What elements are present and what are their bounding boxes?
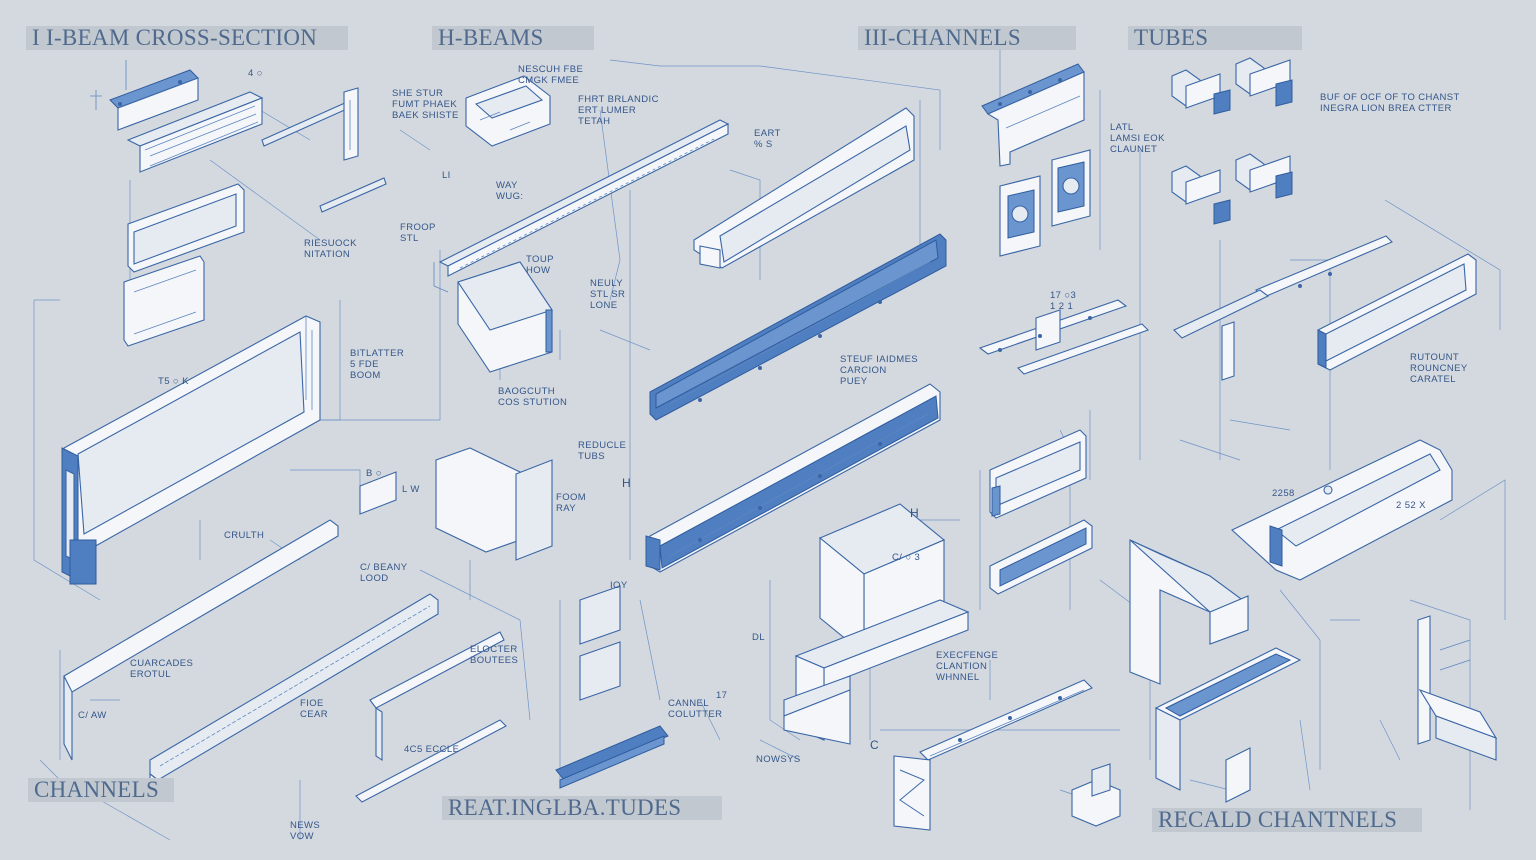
annotation: H [910, 506, 920, 520]
annotation: C [870, 738, 880, 752]
bottom-channels [1071, 539, 1498, 827]
bolt-holes [118, 78, 1333, 742]
annotation: TOUP HOW [526, 254, 554, 276]
annotation: IOY [610, 580, 628, 591]
heading-tubes: TUBES [1128, 26, 1302, 50]
annotation: T5 ○ K [158, 376, 189, 387]
annotation: H [622, 476, 632, 490]
annotation: DL [752, 632, 765, 643]
annotation: LATL LAMSI EOK CLAUNET [1110, 122, 1165, 155]
heading-channels: CHANNELS [28, 778, 174, 802]
annotation: BUF OF OCF OF TO CHANST INEGRA LION BREA… [1320, 92, 1460, 114]
annotation: C/ ○ 3 [892, 552, 921, 563]
hbeam-parts [433, 75, 730, 373]
annotation: CANNEL COLUTTER [668, 698, 723, 720]
tube-parts [1171, 57, 1477, 581]
ichannel-parts [978, 63, 1150, 595]
annotation: FIOE CEAR [300, 698, 328, 720]
annotation: 17 ○3 1 2 1 [1050, 290, 1077, 312]
annotation: CUARCADES EROTUL [130, 658, 194, 680]
annotation: LI [442, 170, 451, 181]
annotation: FOOM RAY [556, 492, 587, 514]
annotation: NOWSYS [756, 754, 801, 765]
heading-recald-channels: RECALD CHANTNELS [1152, 808, 1422, 832]
annotation: B ○ [366, 468, 382, 479]
ibeam-parts [90, 60, 387, 347]
heading-ibeam-cross-section: I I-BEAM CROSS-SECTION [26, 26, 348, 50]
annotation: 2258 [1272, 488, 1295, 499]
annotation: C/ AW [78, 710, 107, 721]
annotation: REDUCLE TUBS [578, 440, 627, 462]
annotation: RUTOUNT ROUNCNEY CARATEL [1410, 352, 1468, 385]
annotation: 4C5 ECCLE [404, 744, 460, 755]
annotation: EART % S [754, 128, 781, 150]
frame-assembly [61, 315, 321, 585]
annotation: CRULTH [224, 530, 265, 541]
annotation: FHRT BRLANDIC ERT LUMER TETAH [578, 94, 659, 127]
heading-h-beams: H-BEAMS [432, 26, 594, 50]
annotation: NEWS VOW [290, 820, 321, 842]
annotation: BITLATTER 5 FDE BOOM [350, 348, 405, 381]
annotation: L W [402, 484, 420, 495]
annotation: NESCUH FBE CMGK FMEE [518, 64, 584, 86]
center-blocks [783, 503, 1093, 831]
annotation: RIESUOCK NITATION [304, 238, 357, 260]
annotation: 4 ○ [248, 68, 263, 79]
annotation: STEUF IAIDMES CARCION PUEY [840, 354, 919, 387]
annotation: EXECFENGE CLANTION WHNNEL [936, 650, 999, 683]
annotation: 17 [716, 690, 728, 701]
annotation: SHE STUR FUMT PHAEK BAEK SHISTE [392, 88, 459, 121]
annotation: FROOP STL [400, 222, 436, 244]
annotation: C/ BEANY LOOD [360, 562, 408, 584]
annotation: NEULY STL SR LONE [590, 278, 626, 311]
heading-iii-channels: III-CHANNELS [858, 26, 1076, 50]
annotation: WAY WUG: [496, 180, 524, 202]
long-channels [63, 447, 669, 803]
heading-rectangular-tubes: REAT.INGLBA.TUDES [442, 796, 722, 820]
annotation: ELOCTER BOUTEES [470, 644, 519, 666]
annotation: 2 52 X [1396, 500, 1426, 511]
long-beams [645, 107, 947, 573]
annotation: BAOGCUTH COS STUTION [498, 386, 568, 408]
